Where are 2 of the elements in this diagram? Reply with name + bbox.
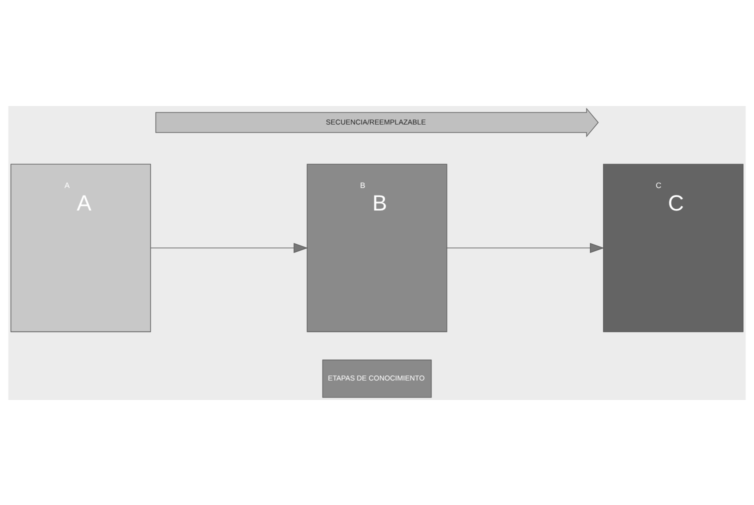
arrow [150, 242, 308, 252]
arrow [446, 242, 604, 252]
